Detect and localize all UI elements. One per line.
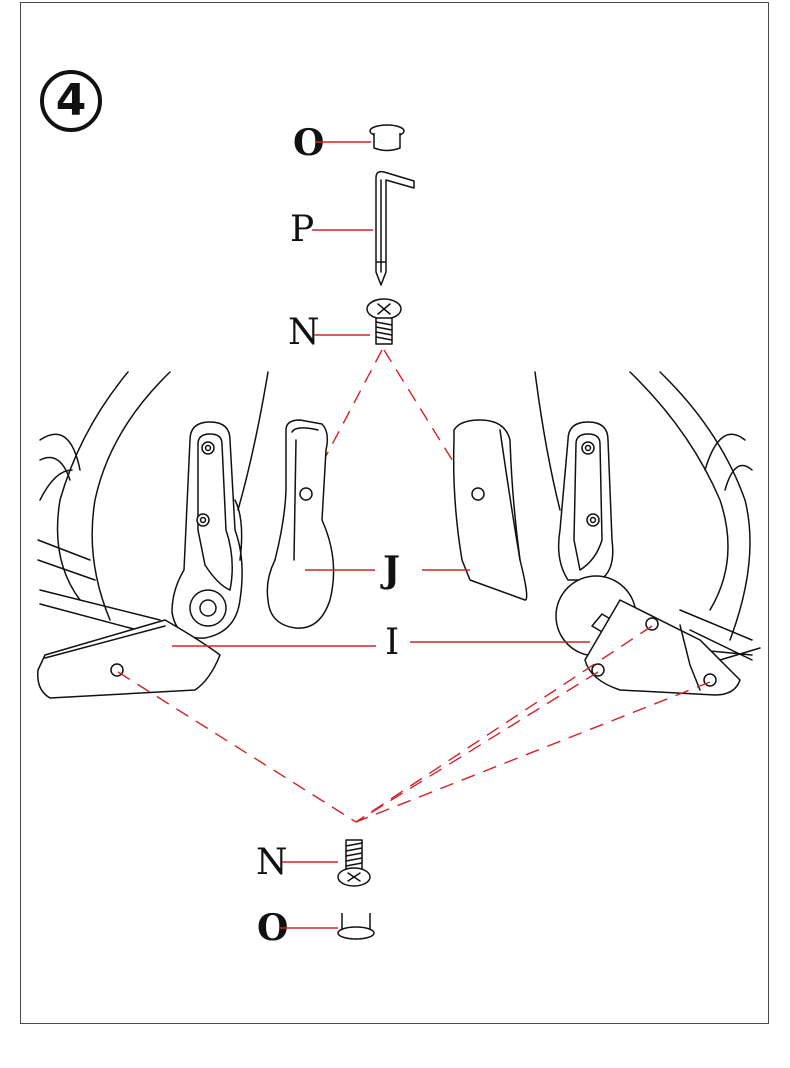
cap-icon: [337, 913, 375, 940]
pad-right: [452, 419, 528, 601]
guide-line: [355, 625, 653, 823]
guide-line: [355, 681, 711, 823]
guide-line: [307, 349, 383, 491]
cap-icon: [369, 124, 405, 152]
part-label-n-top: N: [288, 312, 320, 353]
armrest-icon: [37, 619, 221, 699]
part-label-j: J: [383, 549, 401, 591]
guide-line: [355, 671, 599, 823]
step-number-badge: 4: [40, 70, 102, 132]
mechanism-bracket-icon: [555, 421, 741, 696]
part-label-o-top: O: [293, 122, 325, 164]
allen-key-icon: [375, 170, 415, 286]
guide-line: [117, 671, 357, 823]
chair-outline-left: [37, 371, 269, 637]
mechanism-bracket-icon: [171, 421, 243, 639]
page-frame: [20, 2, 769, 1024]
part-label-i: I: [385, 622, 400, 663]
pad-left: [266, 419, 335, 629]
screw-icon: [366, 298, 402, 345]
screw-icon: [337, 839, 371, 887]
part-label-p: P: [290, 209, 315, 250]
